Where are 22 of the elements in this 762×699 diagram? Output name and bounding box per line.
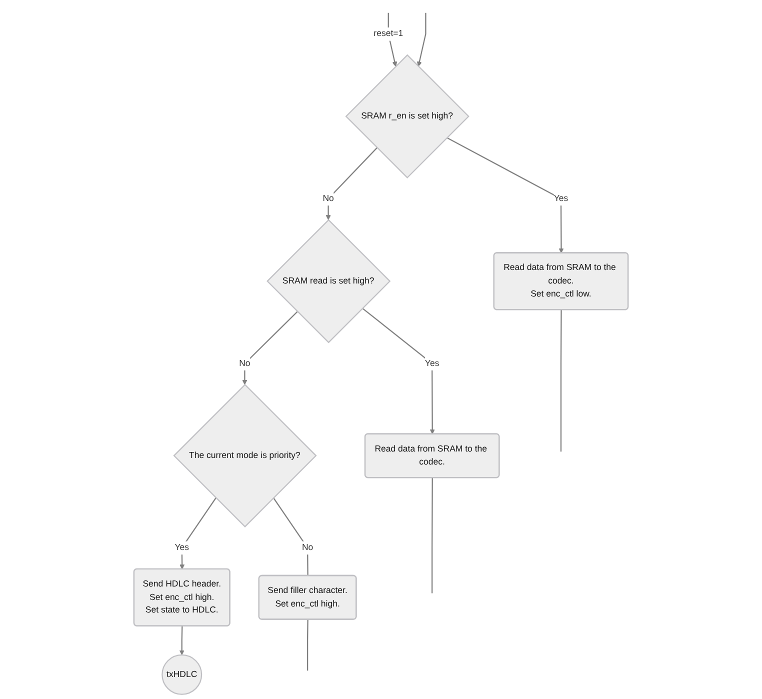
edge-label: No [322, 193, 334, 204]
edge-label: No [239, 358, 250, 368]
connector [432, 478, 433, 594]
edge-label: Yes [424, 358, 440, 368]
arrow [362, 308, 435, 434]
node-diamond: The current mode is priority? [173, 384, 317, 528]
connector [306, 620, 308, 671]
arrow [179, 626, 184, 656]
connector [560, 310, 562, 452]
edge-label: reset=1 [374, 28, 404, 38]
edge-label: No [302, 542, 314, 552]
node-circle: txHDLC [162, 654, 202, 695]
arrow [416, 12, 426, 67]
connector [273, 498, 308, 576]
arrow [326, 147, 378, 220]
edge-label: Yes [174, 542, 189, 552]
node-diamond: SRAM r_en is set high? [345, 54, 470, 178]
node-diamond: SRAM read is set high? [266, 219, 391, 344]
arrow [446, 137, 564, 254]
edge-label: Yes [554, 193, 568, 204]
arrow [242, 311, 298, 385]
arrow [180, 498, 216, 570]
